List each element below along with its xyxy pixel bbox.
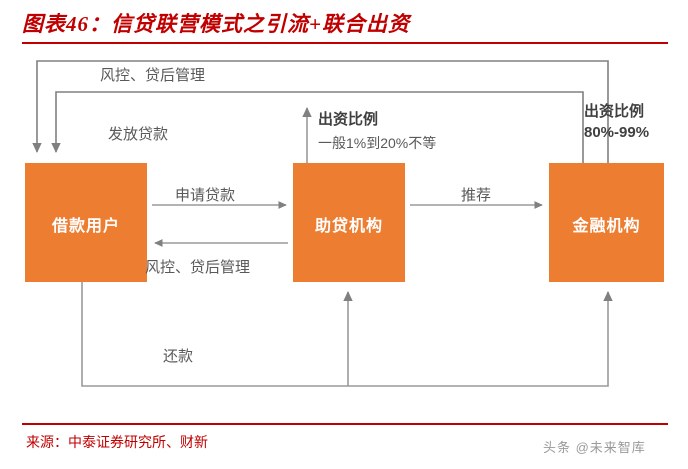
folder-shape [549,163,664,282]
edge-disburse [51,91,584,163]
annotation-ratio-agent-note: 一般1%到20%不等 [318,135,437,151]
annotation-ratio-agent-title: 出资比例 [318,111,379,128]
folder-shape [25,163,147,282]
title-divider [22,42,668,44]
source-note: 来源：中泰证券研究所、财新 [26,436,208,451]
node-loan-agent[interactable]: 助贷机构 [293,163,405,282]
node-financial[interactable]: 金融机构 [549,163,664,282]
annotation-ratio-financial-title: 出资比例 [584,103,645,120]
edge-label-riskctl-mid: 风控、贷后管理 [145,259,251,276]
node-loan-agent-label: 助贷机构 [314,217,383,235]
node-financial-label: 金融机构 [572,217,641,235]
folder-shape [293,163,405,282]
edge-riskctl-top [32,60,609,163]
edge-label-recommend: 推荐 [461,187,492,204]
edge-repay [81,282,613,387]
edge-label-riskctl-top: 风控、贷后管理 [100,67,206,84]
node-borrower[interactable]: 借款用户 [25,163,147,282]
page-title: 图表46：信贷联营模式之引流+联合出资 [22,12,410,36]
watermark: 头条 @未来智库 [543,440,646,455]
edge-label-disburse: 发放贷款 [108,126,169,143]
edge-label-repay: 还款 [163,348,194,365]
node-borrower-label: 借款用户 [51,217,120,235]
footer-divider [22,423,668,425]
annotation-ratio-financial-value: 80%-99% [584,124,650,141]
edge-label-apply: 申请贷款 [175,187,236,204]
